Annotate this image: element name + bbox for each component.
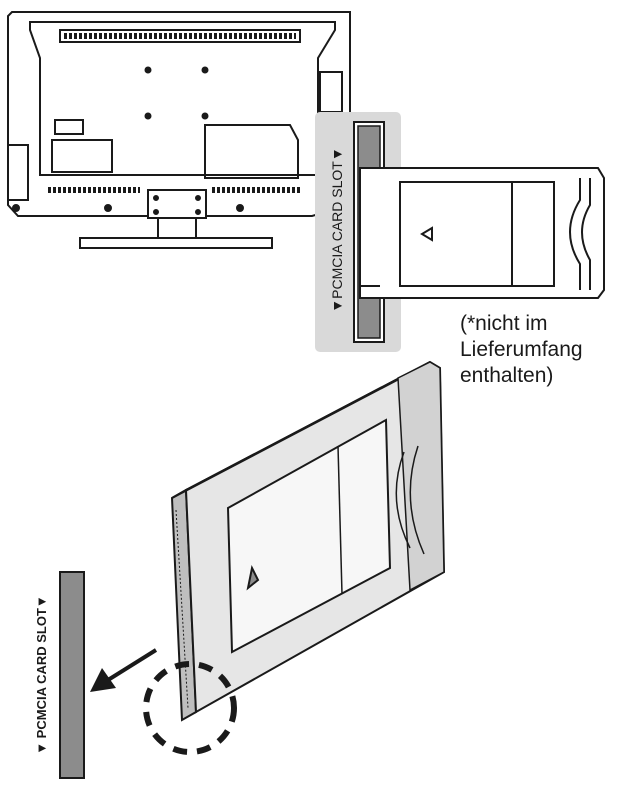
not-included-note: (*nicht im Lieferumfang enthalten)	[460, 312, 583, 387]
ci-module-card-inserted	[359, 167, 605, 299]
note-line-1: (*nicht im	[460, 312, 548, 335]
slot-label-top: ▼PCMCIA CARD SLOT▼	[329, 147, 345, 312]
note-line-3: enthalten)	[460, 364, 553, 387]
tv-rear-view	[7, 11, 351, 249]
triangle-marker-icon	[420, 226, 433, 242]
triangle-marker-icon	[246, 564, 260, 591]
ci-module-card	[170, 360, 446, 722]
slot-label-bottom: ▼ PCMCIA CARD SLOT▼	[34, 595, 49, 755]
pcmcia-slot-bottom: ▼ PCMCIA CARD SLOT▼	[34, 571, 85, 779]
note-line-2: Lieferumfang	[460, 338, 583, 361]
insert-direction-arrow	[90, 648, 158, 692]
connector-highlight-circle	[143, 661, 237, 755]
